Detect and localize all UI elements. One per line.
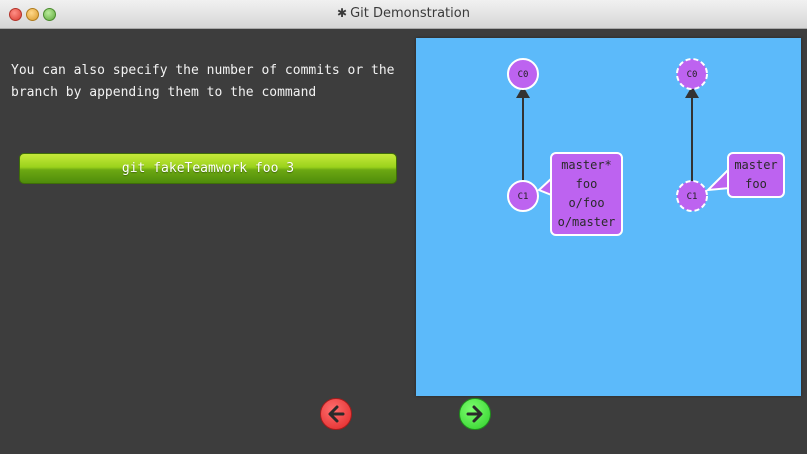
branch-label-o-foo: o/foo: [568, 196, 605, 210]
local-commit-c1-label: C1: [518, 192, 529, 202]
window-titlebar: ✱Git Demonstration: [0, 0, 807, 29]
window-title: ✱Git Demonstration: [0, 6, 807, 21]
remote-commit-c0[interactable]: C0: [676, 58, 708, 90]
local-commit-c0[interactable]: C0: [507, 58, 539, 90]
gear-icon: ✱: [337, 6, 348, 20]
local-edge-arrowhead: [516, 86, 530, 98]
git-visualization: C0 C1 C0 C1 master* foo o/foo o/master m…: [416, 38, 801, 396]
commit-graph: C0 C1 C0 C1: [507, 58, 732, 212]
remote-branch-labels[interactable]: master foo: [727, 152, 785, 198]
branch-label-foo: foo: [575, 177, 598, 191]
branch-label-master: master*: [561, 158, 612, 172]
back-button[interactable]: [320, 398, 352, 430]
remote-commit-c0-label: C0: [687, 70, 698, 80]
forward-button[interactable]: [459, 398, 491, 430]
arrow-right-icon: [466, 405, 483, 423]
remote-branch-label-master: master: [734, 158, 778, 172]
local-commit-c0-label: C0: [518, 70, 529, 80]
window-minimize-button[interactable]: [26, 8, 39, 21]
window-close-button[interactable]: [9, 8, 22, 21]
window-title-text: Git Demonstration: [350, 6, 470, 21]
remote-commit-c1[interactable]: C1: [676, 180, 708, 212]
command-button[interactable]: git fakeTeamwork foo 3: [19, 153, 397, 184]
remote-branch-label-foo: foo: [745, 177, 767, 191]
instruction-text: You can also specify the number of commi…: [11, 63, 403, 100]
remote-commit-c1-label: C1: [687, 192, 698, 202]
instruction-panel: You can also specify the number of commi…: [0, 29, 415, 454]
branch-label-o-master: o/master: [557, 215, 616, 229]
arrow-left-icon: [328, 405, 345, 423]
window-maximize-button[interactable]: [43, 8, 56, 21]
local-branch-labels[interactable]: master* foo o/foo o/master: [550, 152, 623, 236]
remote-edge-arrowhead: [685, 86, 699, 98]
local-commit-c1[interactable]: C1: [507, 180, 539, 212]
